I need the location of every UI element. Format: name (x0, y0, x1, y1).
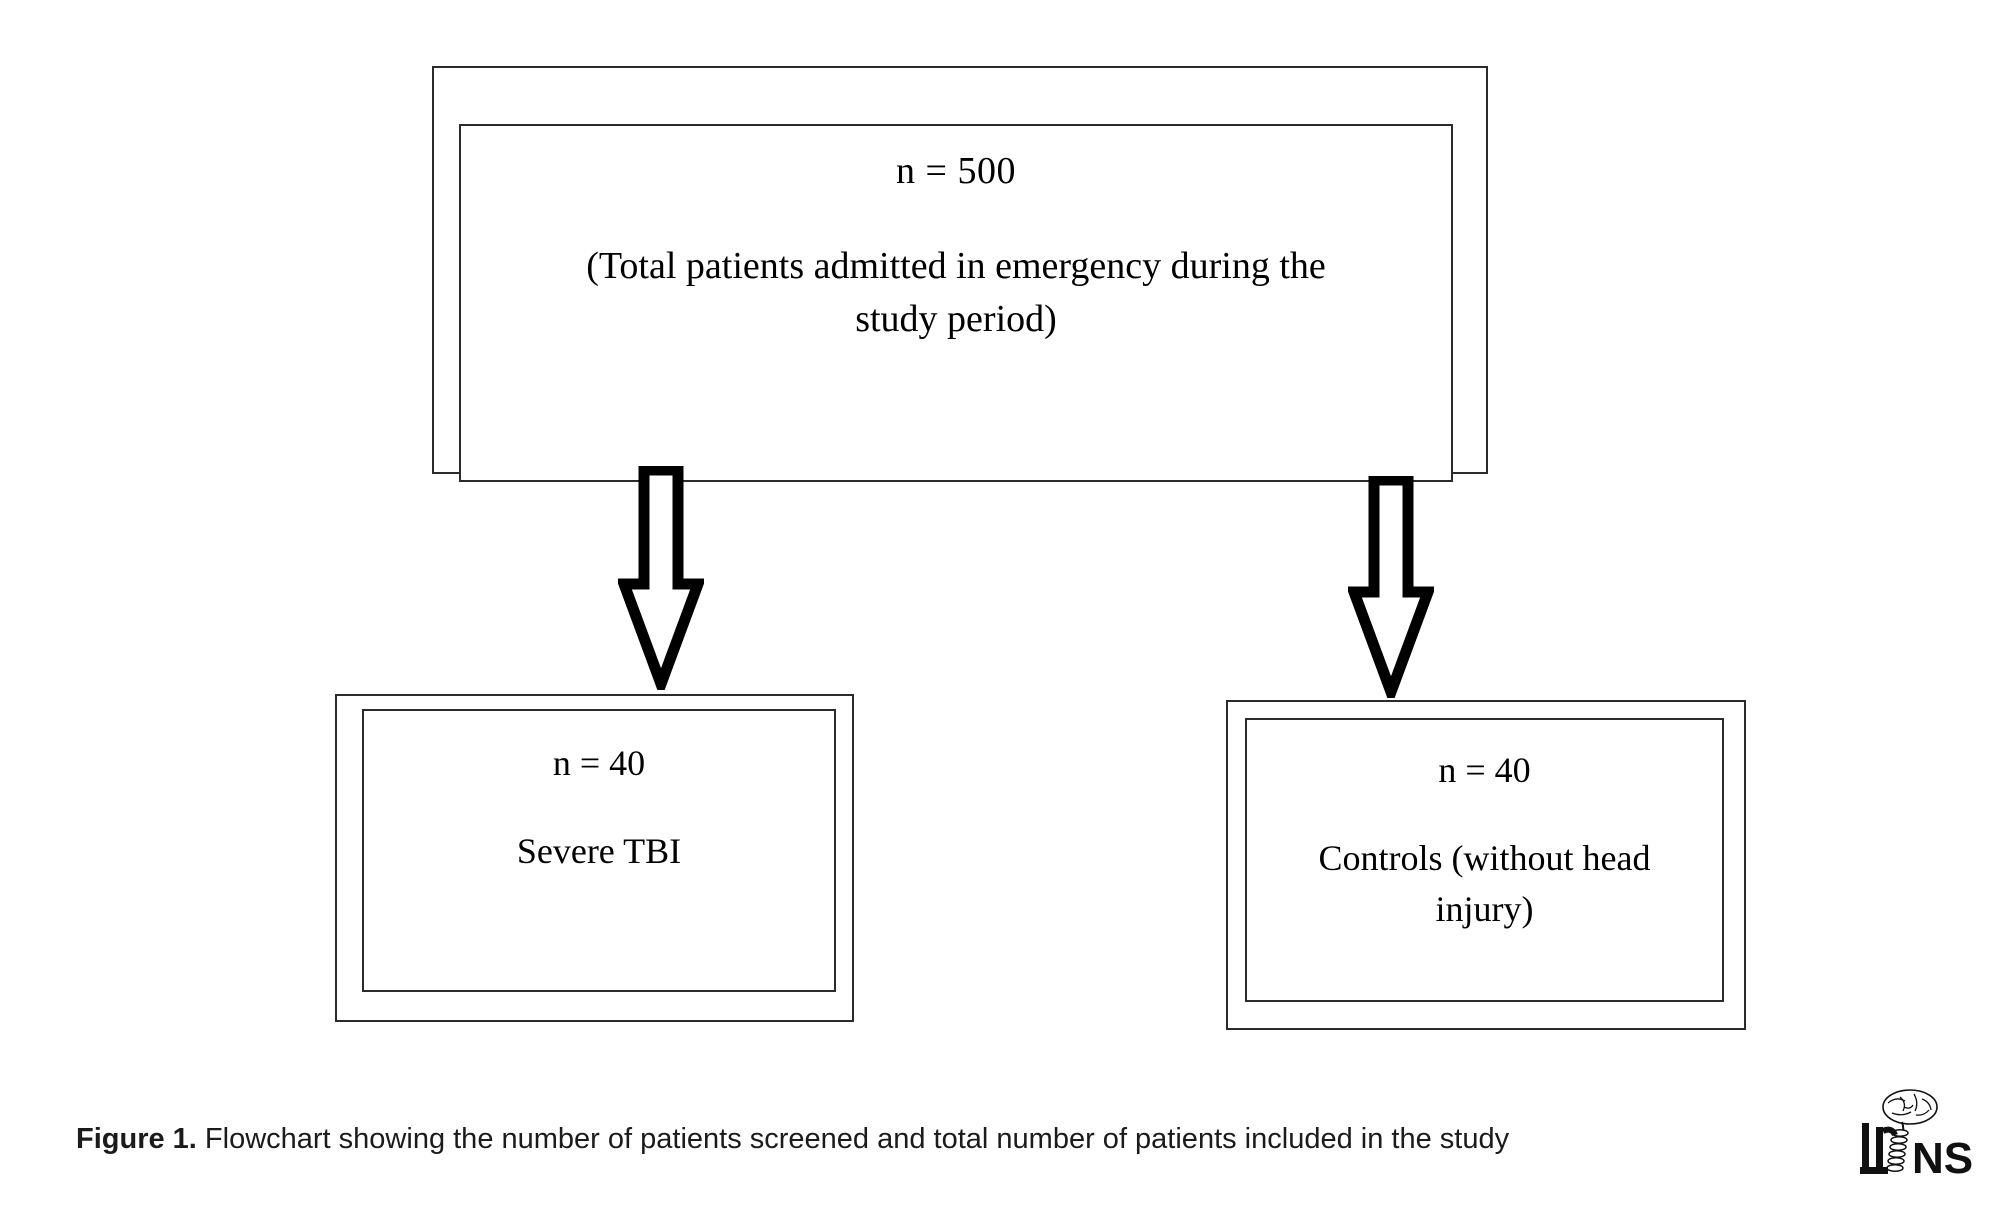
svg-text:NS: NS (1912, 1134, 1973, 1179)
total-screened-count: n = 500 (896, 150, 1016, 192)
figure-caption-text: Flowchart showing the number of patients… (196, 1123, 1510, 1155)
severe-tbi-node: n = 40 Severe TBI (362, 709, 836, 992)
severe-tbi-count: n = 40 (552, 743, 646, 783)
block-arrow-down-icon (618, 466, 704, 690)
total-screened-node: n = 500 (Total patients admitted in emer… (459, 124, 1453, 482)
block-arrow-down-icon (1348, 476, 1434, 698)
figure-caption: Figure 1. Flowchart showing the number o… (76, 1122, 1776, 1157)
journal-logo: NS (1856, 1083, 1976, 1179)
controls-count: n = 40 (1438, 750, 1531, 790)
figure-caption-label: Figure 1. (76, 1123, 197, 1155)
severe-tbi-description: Severe TBI (516, 831, 682, 871)
arrow-to-severe-tbi-icon (618, 466, 704, 690)
ijns-brain-spine-logo-icon: NS (1860, 1089, 1973, 1179)
controls-node: n = 40 Controls (without head injury) (1245, 718, 1724, 1002)
controls-description: Controls (without head injury) (1318, 838, 1651, 930)
arrow-to-controls-icon (1348, 476, 1434, 698)
total-screened-description: (Total patients admitted in emergency du… (586, 244, 1326, 341)
